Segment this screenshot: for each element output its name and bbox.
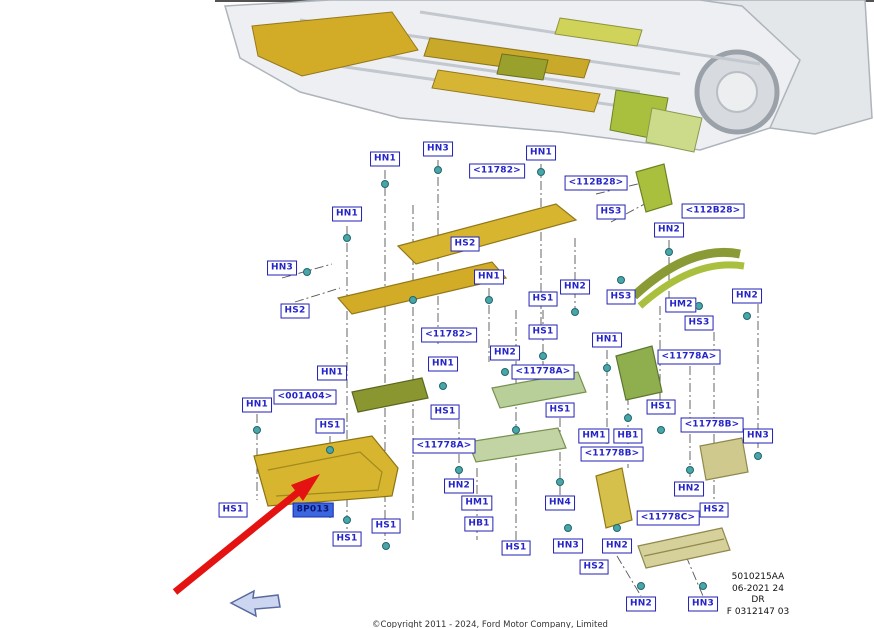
callout-hn3[interactable]: HN3 [743, 428, 773, 444]
callout-hn1[interactable]: HN1 [526, 145, 556, 161]
callout-hn3[interactable]: HN3 [553, 538, 583, 554]
callout-hs1[interactable]: HS1 [218, 502, 248, 518]
callout-11782[interactable]: <11782> [469, 163, 525, 179]
doc-date: 06-2021 24 [732, 583, 784, 594]
callout-hs1[interactable]: HS1 [371, 518, 401, 534]
doc-ref: F 0312147 03 [726, 606, 790, 617]
callout-hs1[interactable]: HS1 [545, 402, 575, 418]
callout-11778b[interactable]: <11778B> [580, 446, 644, 462]
callout-hm1[interactable]: HM1 [461, 495, 493, 511]
callout-hs1[interactable]: HS1 [501, 540, 531, 556]
callout-hs2[interactable]: HS2 [280, 303, 310, 319]
callout-hn4[interactable]: HN4 [545, 495, 575, 511]
orientation-arrow-icon [229, 589, 281, 618]
callout-hs2[interactable]: HS2 [699, 502, 729, 518]
callout-11782[interactable]: <11782> [421, 327, 477, 343]
callout-hn3[interactable]: HN3 [267, 260, 297, 276]
callout-hs3[interactable]: HS3 [596, 204, 626, 220]
callout-11778a[interactable]: <11778A> [657, 349, 721, 365]
callout-hn1[interactable]: HN1 [332, 206, 362, 222]
callout-11778b[interactable]: <11778B> [680, 417, 744, 433]
callout-hn2[interactable]: HN2 [654, 222, 684, 238]
callout-hn1[interactable]: HN1 [592, 332, 622, 348]
copyright-text: ©Copyright 2011 - 2024, Ford Motor Compa… [372, 620, 608, 628]
callout-8p013[interactable]: 8P013 [292, 502, 334, 518]
callout-hn2[interactable]: HN2 [444, 478, 474, 494]
doc-code: DR [751, 595, 765, 605]
exploded-parts [253, 163, 749, 569]
callout-hn1[interactable]: HN1 [317, 365, 347, 381]
vehicle-underbody [224, 0, 873, 153]
callout-hs2[interactable]: HS2 [450, 236, 480, 252]
callout-hs2[interactable]: HS2 [579, 559, 609, 575]
callout-11778a[interactable]: <11778A> [412, 438, 476, 454]
callout-hs1[interactable]: HS1 [332, 531, 362, 547]
callout-112b28[interactable]: <112B28> [681, 203, 745, 219]
callout-hm2[interactable]: HM2 [665, 297, 697, 313]
callout-hn1[interactable]: HN1 [242, 397, 272, 413]
callout-hn2[interactable]: HN2 [602, 538, 632, 554]
callout-hs1[interactable]: HS1 [646, 399, 676, 415]
callout-11778a[interactable]: <11778A> [511, 364, 575, 380]
callout-001a04[interactable]: <001A04> [273, 389, 337, 405]
doc-number: 5010215AA [731, 572, 785, 582]
document-info-block: 5010215AA 06-2021 24 DR F 0312147 03 [706, 572, 810, 618]
callout-hs1[interactable]: HS1 [315, 418, 345, 434]
callout-hn2[interactable]: HN2 [626, 596, 656, 612]
callout-hn2[interactable]: HN2 [674, 481, 704, 497]
callout-hn2[interactable]: HN2 [560, 279, 590, 295]
callout-hn3[interactable]: HN3 [688, 596, 718, 612]
callout-hn1[interactable]: HN1 [474, 269, 504, 285]
callout-hm1[interactable]: HM1 [578, 428, 610, 444]
callout-hn2[interactable]: HN2 [490, 345, 520, 361]
callout-hb1[interactable]: HB1 [613, 428, 643, 444]
callout-hb1[interactable]: HB1 [464, 516, 494, 532]
callout-hn1[interactable]: HN1 [428, 356, 458, 372]
callout-hn3[interactable]: HN3 [423, 141, 453, 157]
callout-112b28[interactable]: <112B28> [564, 175, 628, 191]
callout-hn2[interactable]: HN2 [732, 288, 762, 304]
callout-hn1[interactable]: HN1 [370, 151, 400, 167]
callout-hs1[interactable]: HS1 [430, 404, 460, 420]
callout-hs3[interactable]: HS3 [684, 315, 714, 331]
fastener-clips [253, 166, 762, 590]
callout-hs1[interactable]: HS1 [528, 324, 558, 340]
callout-11778c[interactable]: <11778C> [636, 510, 700, 526]
callout-hs1[interactable]: HS1 [528, 291, 558, 307]
callout-hs3[interactable]: HS3 [606, 289, 636, 305]
red-pointer-arrow [172, 474, 320, 595]
